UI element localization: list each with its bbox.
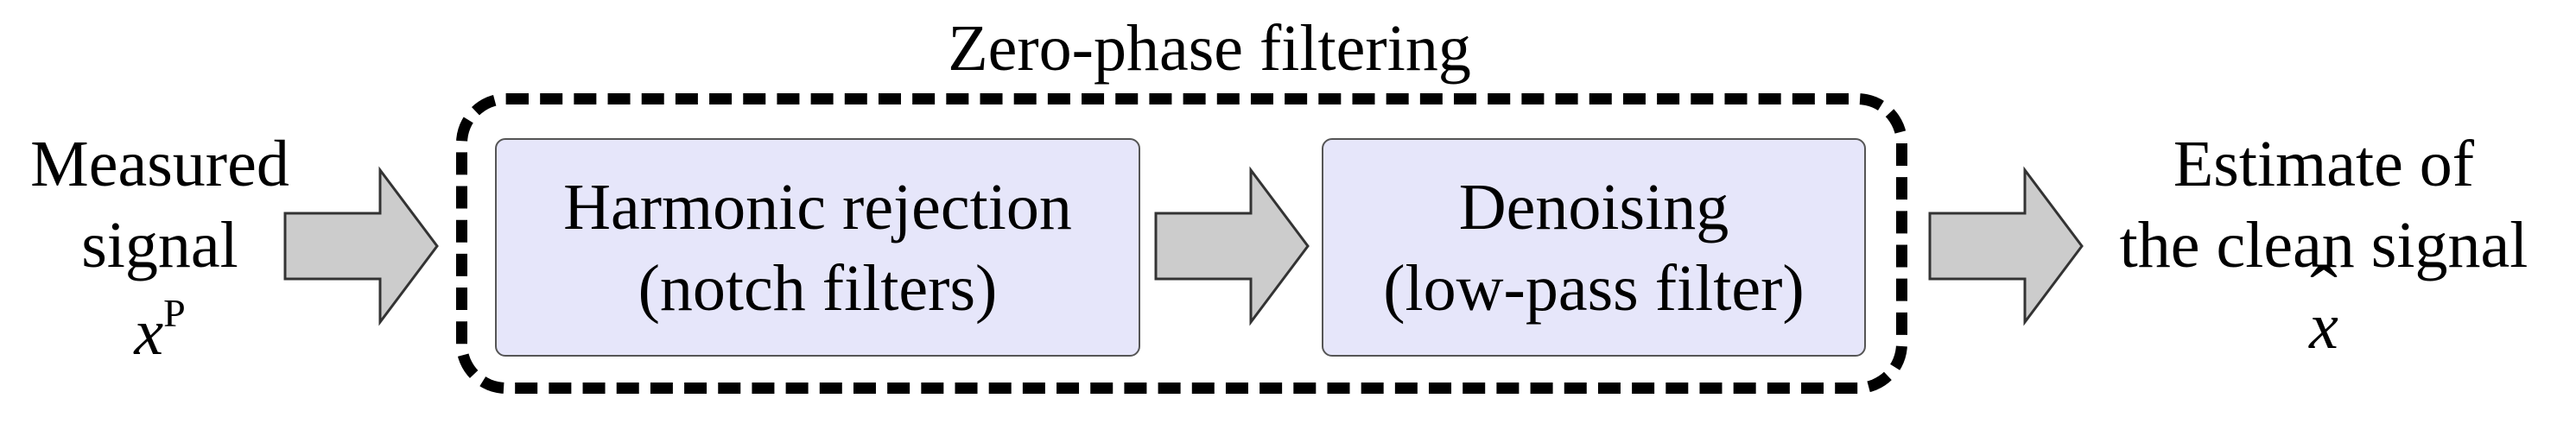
input-symbol-superscript: P xyxy=(163,291,186,335)
flow-arrow-output-shape xyxy=(1928,166,2084,326)
output-symbol: ˆ x xyxy=(2082,254,2566,360)
input-symbol: xP xyxy=(9,291,311,366)
flow-arrow-input-shape xyxy=(283,166,439,326)
group-title: Zero-phase filtering xyxy=(948,12,1471,85)
flow-arrow-input xyxy=(283,166,439,326)
stage-denoising-line1: Denoising xyxy=(1458,170,1729,243)
output-symbol-x: x xyxy=(2309,290,2338,363)
input-label-line1: Measured xyxy=(30,128,289,200)
stage-harmonic-rejection-line2: (notch filters) xyxy=(638,251,998,325)
zero-phase-group-box xyxy=(456,93,1907,394)
stage-denoising-line2: (low-pass filter) xyxy=(1383,251,1805,325)
output-label-line2: the clean signal xyxy=(2119,209,2528,281)
input-symbol-x: x xyxy=(134,296,164,369)
input-label-line2: signal xyxy=(81,209,238,281)
flow-arrow-output xyxy=(1928,166,2084,326)
flow-arrow-between-stages xyxy=(1154,166,1310,326)
output-label-line1: Estimate of xyxy=(2173,128,2475,200)
stage-harmonic-rejection-line1: Harmonic rejection xyxy=(563,170,1072,243)
stage-harmonic-rejection: Harmonic rejection (notch filters) xyxy=(495,138,1140,357)
stage-denoising: Denoising (low-pass filter) xyxy=(1322,138,1866,357)
flow-arrow-between-stages-shape xyxy=(1154,166,1310,326)
output-symbol-accent: ˆ xyxy=(2310,249,2338,341)
output-symbol-wrapper: ˆ x xyxy=(2309,254,2338,360)
